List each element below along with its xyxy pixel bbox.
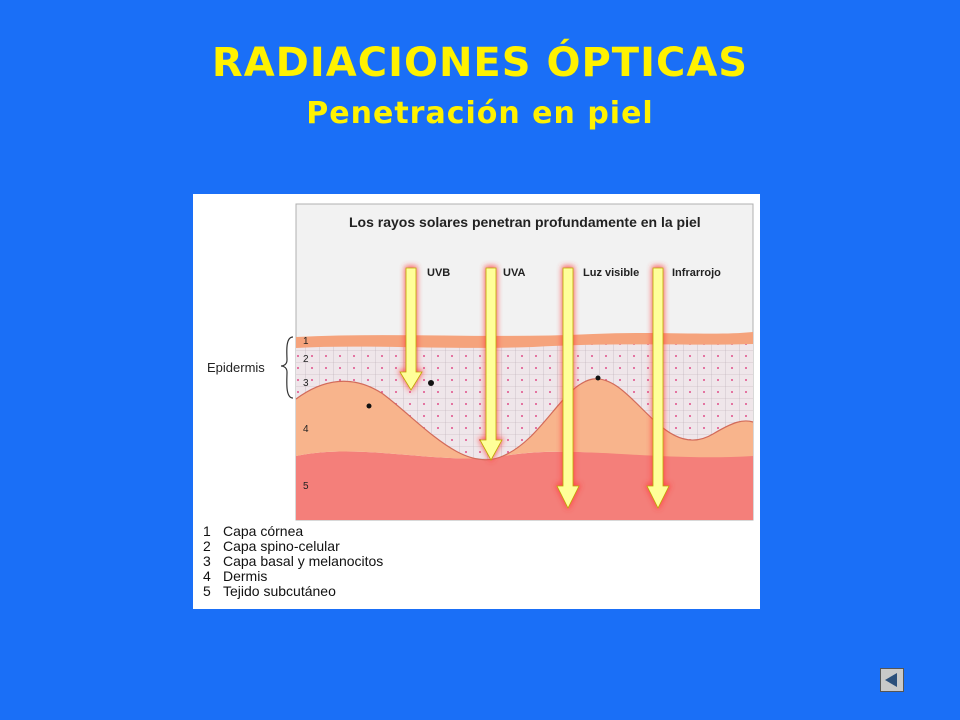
layer-number-2: 2 (303, 354, 309, 365)
legend-number: 1 (203, 523, 211, 539)
infrared-arrow (645, 266, 671, 510)
visible-light-arrow (555, 266, 581, 510)
basal-line (295, 378, 754, 461)
legend-text: Dermis (223, 568, 268, 584)
legend-text: Capa córnea (223, 523, 304, 539)
layer-number-3: 3 (303, 378, 309, 389)
melanocyte (595, 375, 601, 381)
back-nav-button[interactable] (880, 668, 904, 692)
ray-label-visible: Luz visible (583, 267, 639, 279)
legend-text: Tejido subcutáneo (223, 583, 336, 599)
layer-number-1: 1 (303, 336, 309, 347)
slide-subtitle: Penetración en piel (306, 96, 654, 131)
diagram-heading: Los rayos solares penetran profundamente… (349, 214, 701, 230)
dermis-layer (296, 378, 753, 460)
skin-penetration-figure: Los rayos solares penetran profundamente… (193, 194, 760, 609)
legend-number: 3 (203, 553, 211, 569)
legend-number: 5 (203, 583, 211, 599)
legend-text: Capa spino-celular (223, 538, 340, 554)
legend-item: 2 Capa spino-celular (203, 539, 383, 554)
melanocyte (428, 380, 434, 386)
layer-number-4: 4 (303, 424, 309, 435)
ray-label-uvb: UVB (427, 267, 450, 279)
legend-item: 4 Dermis (203, 569, 383, 584)
uvb-arrow (398, 266, 424, 392)
back-triangle-icon (885, 673, 897, 687)
legend-item: 5 Tejido subcutáneo (203, 584, 383, 599)
epidermis-label: Epidermis (207, 360, 265, 375)
skin-diagram: Los rayos solares penetran profundamente… (207, 203, 754, 521)
melanocyte (366, 403, 372, 409)
legend-item: 3 Capa basal y melanocitos (203, 554, 383, 569)
uva-arrow (478, 266, 504, 462)
legend-number: 2 (203, 538, 211, 554)
layer-legend: 1 Capa córnea 2 Capa spino-celular 3 Capa b… (203, 524, 383, 599)
ray-label-uva: UVA (503, 267, 525, 279)
legend-number: 4 (203, 568, 211, 584)
slide-title: RADIACIONES ÓPTICAS (211, 40, 749, 86)
legend-text: Capa basal y melanocitos (223, 553, 384, 569)
subcutaneous-layer (296, 451, 753, 520)
legend-item: 1 Capa córnea (203, 524, 383, 539)
ray-label-infrared: Infrarrojo (672, 267, 721, 279)
epidermis-brace (280, 336, 294, 399)
layer-number-5: 5 (303, 481, 309, 492)
